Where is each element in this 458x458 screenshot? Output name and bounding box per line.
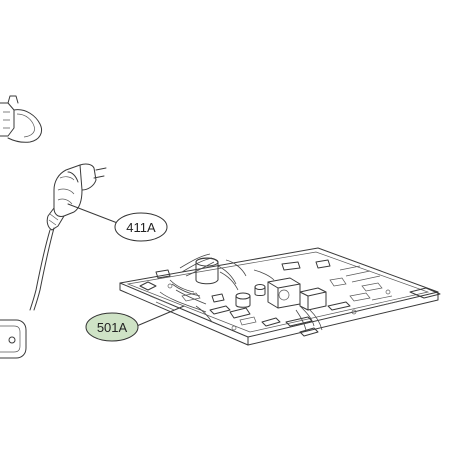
partial-component-top-left: [0, 95, 43, 143]
partial-component-bottom-left: [0, 319, 27, 359]
callout-label-501A: 501A: [97, 320, 128, 335]
leader-line-411A: [67, 203, 121, 225]
callout-411A[interactable]: 411A: [114, 212, 168, 242]
callout-501A[interactable]: 501A: [85, 312, 139, 342]
pcb-board-assembly: [119, 247, 441, 346]
power-plug-assembly: [29, 163, 107, 311]
callout-label-411A: 411A: [126, 220, 156, 235]
leader-line-501A: [131, 305, 185, 329]
